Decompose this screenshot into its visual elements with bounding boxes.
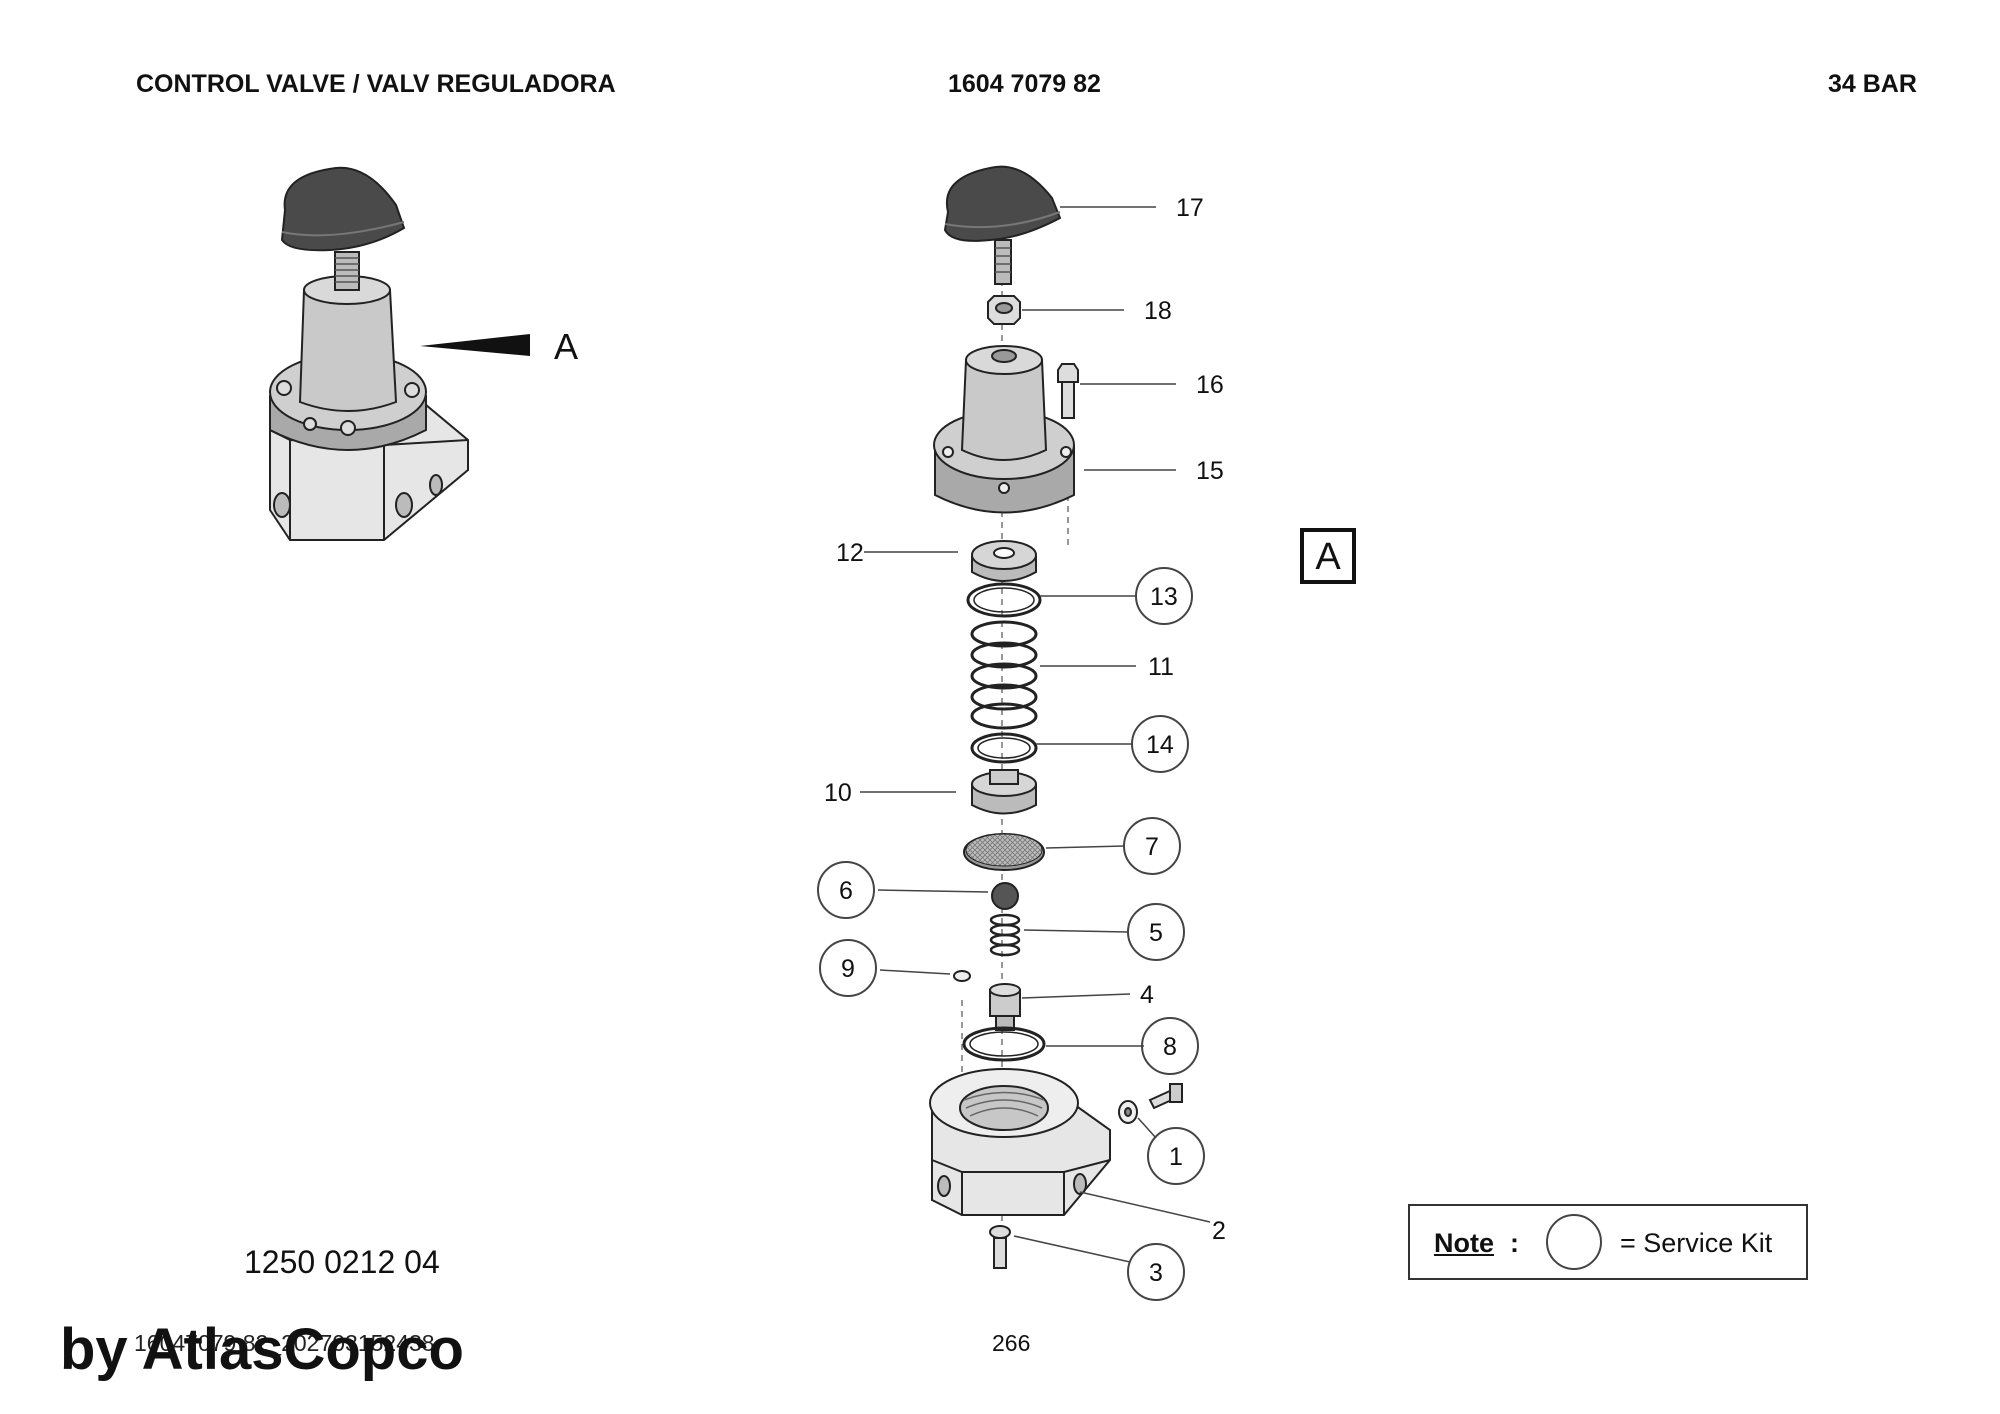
assembly-number: 1250 0212 04 (244, 1244, 440, 1280)
callout-1: 1 (1169, 1143, 1183, 1171)
callout-2: 2 (1212, 1217, 1226, 1245)
callout-3: 3 (1149, 1259, 1163, 1287)
doc-id: 16047079 82_202703152438 (134, 1330, 435, 1356)
callout-8: 8 (1163, 1033, 1177, 1061)
callout-15: 15 (1196, 457, 1224, 485)
callout-12: 12 (836, 539, 864, 567)
callout-13: 13 (1150, 583, 1178, 611)
assembled-valve (269, 166, 469, 541)
page-number: 266 (992, 1330, 1031, 1356)
callout-10: 10 (824, 779, 852, 807)
note-legend: Note : = Service Kit (1408, 1204, 1808, 1280)
callout-4: 4 (1140, 981, 1154, 1009)
callout-6: 6 (839, 877, 853, 905)
service-kit-circles (817, 567, 1205, 1301)
callout-17: 17 (1176, 194, 1204, 222)
callout-18: 18 (1144, 297, 1172, 325)
pressure-rating: 34 BAR (1828, 70, 1917, 98)
callout-labels: 17 18 16 15 12 13 11 14 10 7 6 5 9 4 8 1… (824, 194, 1226, 1287)
callout-5: 5 (1149, 919, 1163, 947)
callout-14: 14 (1146, 731, 1174, 759)
drawing-title: CONTROL VALVE / VALV REGULADORA (136, 70, 616, 98)
leader-lines (860, 206, 1211, 1263)
part-number: 1604 7079 82 (948, 70, 1101, 98)
note-text: = Service Kit (1620, 1228, 1773, 1258)
view-a-box: A (1300, 528, 1356, 584)
callout-16: 16 (1196, 371, 1224, 399)
callout-11: 11 (1148, 653, 1174, 681)
callout-7: 7 (1145, 833, 1159, 861)
callout-9: 9 (841, 955, 855, 983)
view-pointer-arrow (420, 334, 530, 356)
note-label: Note (1434, 1228, 1494, 1258)
watermark: by AtlasCopco (60, 1317, 464, 1382)
exploded-parts (929, 165, 1183, 1269)
view-a-label: A (554, 326, 579, 367)
note-colon: : (1510, 1228, 1519, 1258)
service-kit-circle-icon (1546, 1214, 1602, 1270)
